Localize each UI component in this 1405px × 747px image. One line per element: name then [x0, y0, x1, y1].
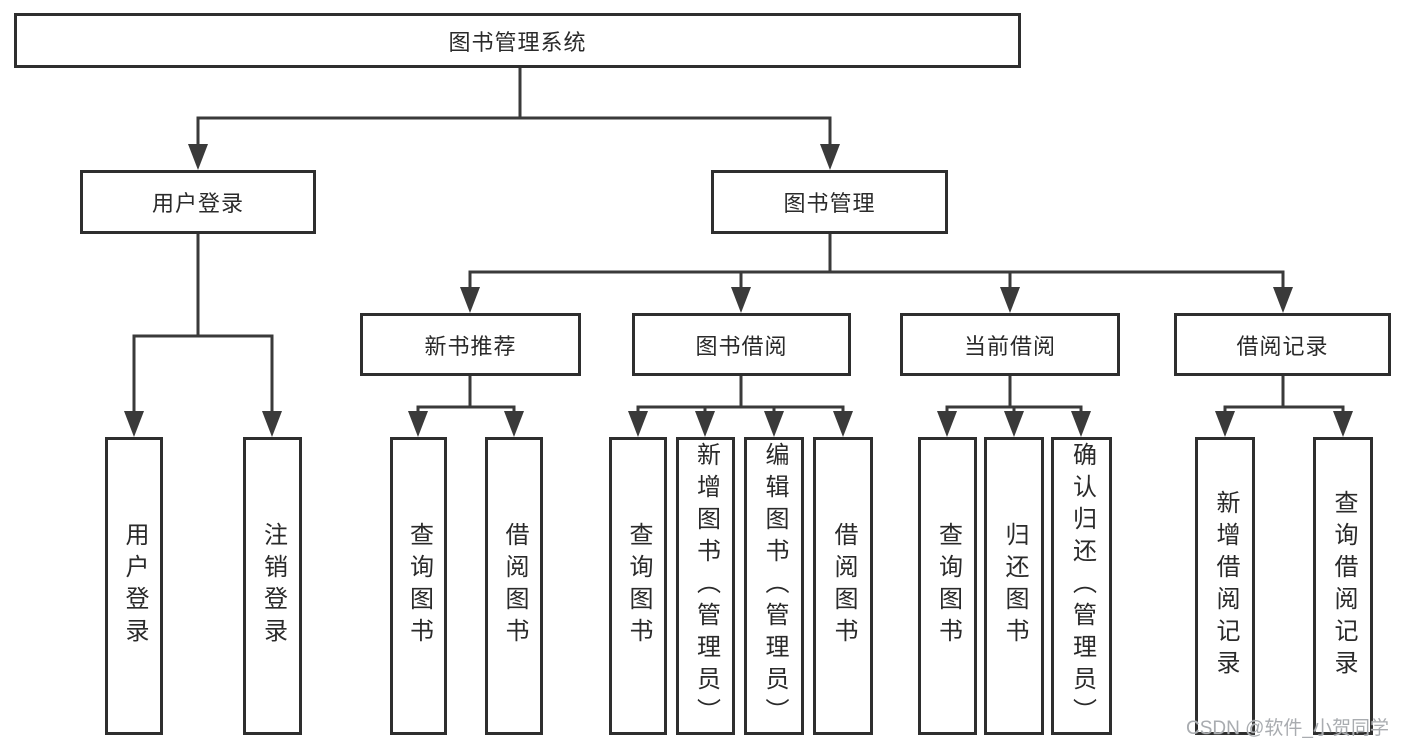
arrowhead: [820, 144, 840, 170]
leaf-bookborrow-query-label: 查询图书: [625, 522, 652, 650]
leaf-currentborrow-confirm-admin-label: 确认归还（管理员）: [1068, 442, 1096, 730]
arrowhead: [1004, 411, 1024, 437]
leaf-bookborrow-borrow: 借阅图书: [813, 437, 873, 735]
edge-newbooks-to-leaves: [408, 374, 524, 437]
node-current-borrow-label: 当前借阅: [963, 333, 1056, 359]
leaf-user-login-label: 用户登录: [121, 522, 148, 650]
arrowhead: [124, 411, 144, 437]
leaf-currentborrow-query-label: 查询图书: [934, 522, 962, 650]
arrowhead: [1215, 411, 1235, 437]
leaf-logout: 注销登录: [243, 437, 302, 735]
node-root-label: 图书管理系统: [448, 29, 587, 55]
leaf-bookborrow-add-admin: 新增图书（管理员）: [676, 437, 735, 735]
connector-path: [468, 232, 1285, 291]
leaf-logout-label: 注销登录: [259, 522, 287, 650]
leaf-currentborrow-return: 归还图书: [984, 437, 1044, 735]
arrowhead: [504, 411, 524, 437]
connector-path: [416, 374, 516, 414]
leaf-records-query-label: 查询借阅记录: [1330, 490, 1357, 682]
leaf-bookborrow-add-admin-label: 新增图书（管理员）: [692, 442, 720, 730]
arrowhead: [1000, 287, 1020, 313]
node-new-book-recommend-label: 新书推荐: [424, 333, 517, 359]
arrowhead: [1273, 287, 1293, 313]
edge-currentborrow-to-leaves: [937, 374, 1091, 437]
edge-bookmgmt-to-level3: [460, 232, 1293, 313]
leaf-records-query: 查询借阅记录: [1313, 437, 1373, 735]
leaf-currentborrow-confirm-admin: 确认归还（管理员）: [1051, 437, 1112, 735]
arrowhead: [937, 411, 957, 437]
node-book-management: 图书管理: [711, 170, 948, 234]
connector-path: [1223, 374, 1345, 414]
leaf-currentborrow-return-label: 归还图书: [1001, 522, 1028, 650]
node-root: 图书管理系统: [14, 13, 1021, 68]
node-current-borrow: 当前借阅: [900, 313, 1120, 376]
leaf-newbooks-borrow: 借阅图书: [485, 437, 543, 735]
arrowhead: [833, 411, 853, 437]
leaf-records-add-label: 新增借阅记录: [1212, 490, 1239, 682]
edge-borrowrecords-to-leaves: [1215, 374, 1353, 437]
node-book-borrow-label: 图书借阅: [695, 333, 788, 359]
arrowhead: [262, 411, 282, 437]
arrowhead: [764, 411, 784, 437]
arrowhead: [1071, 411, 1091, 437]
leaf-user-login: 用户登录: [105, 437, 163, 735]
leaf-newbooks-query-label: 查询图书: [405, 522, 433, 650]
edge-bookborrow-to-leaves: [628, 374, 853, 437]
connector-path: [636, 374, 845, 414]
leaf-bookborrow-edit-admin-label: 编辑图书（管理员）: [761, 442, 788, 730]
arrowhead: [460, 287, 480, 313]
watermark: CSDN @软件_小贺同学: [1186, 718, 1389, 739]
arrowhead: [695, 411, 715, 437]
leaf-bookborrow-query: 查询图书: [609, 437, 667, 735]
leaf-newbooks-query: 查询图书: [390, 437, 447, 735]
arrowhead: [188, 144, 208, 170]
arrowhead: [408, 411, 428, 437]
node-book-borrow: 图书借阅: [632, 313, 851, 376]
connector-path: [132, 232, 274, 414]
node-borrow-records-label: 借阅记录: [1236, 333, 1329, 359]
arrowhead: [731, 287, 751, 313]
edge-root-to-level2: [188, 66, 840, 170]
leaf-currentborrow-query: 查询图书: [918, 437, 977, 735]
node-user-login-label: 用户登录: [151, 191, 244, 216]
node-book-management-label: 图书管理: [783, 191, 876, 216]
leaf-records-add: 新增借阅记录: [1195, 437, 1255, 735]
arrowhead: [628, 411, 648, 437]
node-new-book-recommend: 新书推荐: [360, 313, 581, 376]
node-borrow-records: 借阅记录: [1174, 313, 1391, 376]
leaf-bookborrow-edit-admin: 编辑图书（管理员）: [744, 437, 804, 735]
leaf-bookborrow-borrow-label: 借阅图书: [830, 522, 857, 650]
connector-path: [196, 66, 832, 148]
connector-path: [945, 374, 1083, 414]
leaf-newbooks-borrow-label: 借阅图书: [501, 522, 528, 650]
node-user-login: 用户登录: [80, 170, 316, 234]
arrowhead: [1333, 411, 1353, 437]
edge-userlogin-to-leaves: [124, 232, 282, 437]
